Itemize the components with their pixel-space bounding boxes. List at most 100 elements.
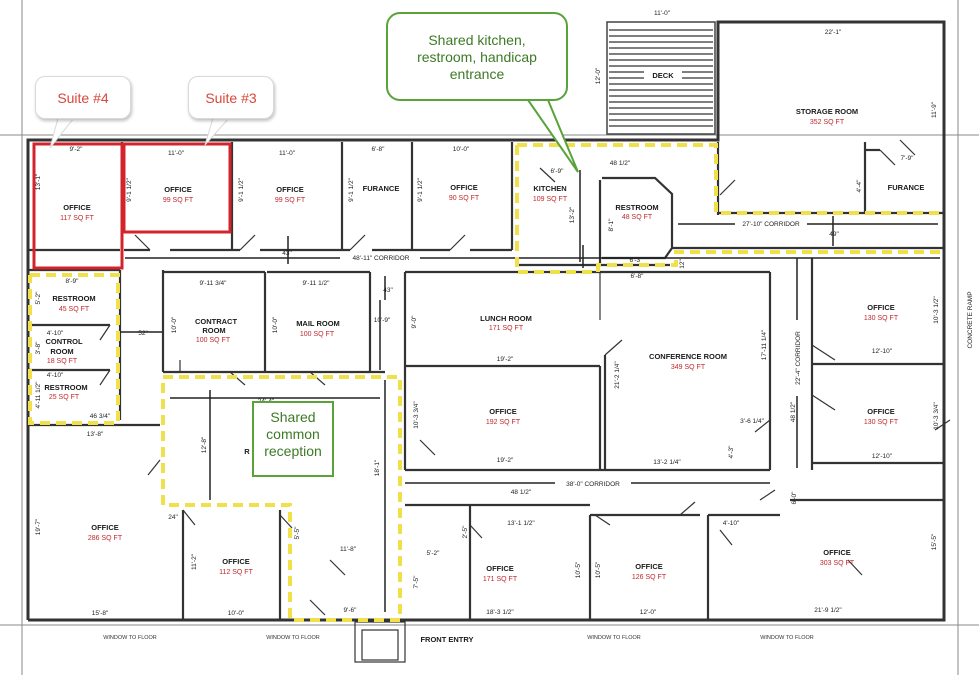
room-control-name2: ROOM: [50, 347, 73, 356]
dim-13-8: 13'-8": [87, 431, 104, 438]
dim-4-10c: 4'-10": [723, 520, 740, 527]
dim-43b: 43": [383, 287, 393, 294]
dim-9-1-2a: 9'-1 1/2": [126, 177, 133, 201]
dim-9-0: 9'-0": [411, 315, 418, 329]
dim-10-0d: 10'-0": [228, 610, 245, 617]
dim-18-1: 18'-1": [374, 459, 381, 476]
room-reception-name: R: [244, 447, 250, 456]
dim-19-2b: 19'-2": [497, 457, 514, 464]
dim-12-0b: 12'-0": [640, 609, 657, 616]
dim-10-0: 10'-0": [453, 146, 470, 153]
dim-13-1: 13'-1": [35, 173, 42, 190]
room-office-r1-name: OFFICE: [867, 303, 895, 312]
corridor-vertical-label: 22'-4" CORRIDOR: [795, 331, 802, 385]
room-office-suite3-name: OFFICE: [164, 185, 192, 194]
dim-12: 12": [679, 259, 686, 269]
suite-outlines: [32, 142, 232, 270]
room-office-171-name: OFFICE: [486, 564, 514, 573]
dim-8-1: 8'-1": [608, 218, 615, 232]
dim-4-4: 4'-4": [856, 179, 863, 193]
dim-5-2b: 5'-2": [427, 550, 441, 557]
room-office-112-area: 112 SQ FT: [219, 569, 253, 576]
dim-10-5a: 10'-5": [575, 561, 582, 578]
dim-4-3: 4'-3": [728, 445, 735, 459]
dim-49: 49": [829, 231, 839, 238]
dim-10-5b: 10'-5": [595, 561, 602, 578]
room-restroom-top-area: 48 SQ FT: [622, 214, 653, 221]
dimension-labels: 9'-2" 11'-0" 11'-0" 6'-8" 10'-0" 11'-0" …: [35, 10, 940, 617]
deck: [606, 21, 716, 135]
dim-10-3-3-4b: 10'-3 3/4": [413, 401, 420, 429]
dim-3-6-1-4: 3'-6 1/4": [740, 418, 764, 425]
door-swings: [99, 139, 951, 616]
dim-6-9: 6'-9": [551, 168, 565, 175]
dim-4-10a: 4'-10": [47, 330, 64, 337]
dim-11-0a: 11'-0": [168, 150, 185, 157]
room-storage-area: 352 SQ FT: [810, 119, 845, 126]
dim-4-10b: 4'-10": [47, 372, 64, 379]
room-office-126-name: OFFICE: [635, 562, 663, 571]
room-office-303-area: 303 SQ FT: [820, 560, 855, 567]
dim-10-3-1-2: 10'-3 1/2": [933, 296, 940, 324]
room-restroom-left2-name: RESTROOM: [44, 383, 87, 392]
suite4-callout-text: Suite #4: [57, 90, 109, 106]
dim-11-0b: 11'-0": [279, 150, 296, 157]
room-office-r2-name: OFFICE: [867, 407, 895, 416]
room-restroom-left2-area: 25 SQ FT: [49, 394, 80, 401]
shared-kitchen-line2: restroom, handicap: [417, 49, 537, 65]
dim-6-0: 6'-0": [791, 491, 798, 505]
dim-5-5: 5'-5": [294, 526, 301, 540]
dim-9-1-2b: 9'-1 1/2": [238, 177, 245, 201]
suite4-callout: Suite #4: [35, 76, 131, 119]
corridor-main-label: 48'-11" CORRIDOR: [353, 255, 410, 262]
room-furance-right-name: FURANCE: [888, 183, 925, 192]
dim-22-1: 22'-1": [825, 29, 842, 36]
room-office-suite4-name: OFFICE: [63, 203, 91, 212]
dim-13-1-1-2: 13'-1 1/2": [507, 520, 535, 527]
room-furance-top-name: FURANCE: [363, 184, 400, 193]
corridor-bottom-label: 38'-0" CORRIDOR: [566, 481, 620, 488]
room-lunch-area: 171 SQ FT: [489, 325, 524, 332]
dim-9-11-3-4: 9'-11 3/4": [200, 280, 228, 287]
room-office-big-left-name: OFFICE: [91, 523, 119, 532]
room-office-r1-area: 130 SQ FT: [864, 315, 899, 322]
dim-10-0c: 10'-0": [272, 316, 279, 333]
room-office-3-name: OFFICE: [276, 185, 304, 194]
dim-9-2: 9'-2": [70, 146, 84, 153]
dim-13-2-1-4: 13'-2 1/4": [653, 459, 681, 466]
dim-9-6: 9'-6": [344, 607, 358, 614]
suite3-callout: Suite #3: [188, 76, 274, 119]
dim-12-10b: 12'-10": [872, 453, 893, 460]
room-contract-area: 100 SQ FT: [196, 337, 231, 344]
room-deck-name: DECK: [652, 71, 674, 80]
dim-7-5: 7'-5": [413, 575, 420, 589]
room-labels: OFFICE 117 SQ FT OFFICE 99 SQ FT OFFICE …: [44, 71, 924, 583]
dim-5-2: 5'-2": [35, 291, 42, 305]
room-mail-name: MAIL ROOM: [296, 319, 340, 328]
room-contract-name2: ROOM: [202, 326, 225, 335]
callout-tails: [49, 97, 579, 173]
room-office-126-area: 126 SQ FT: [632, 574, 667, 581]
dim-12-8: 12'-8": [201, 436, 208, 453]
dim-2-5: 2'-5": [462, 525, 469, 539]
dim-6-3: 6'-3": [630, 257, 644, 264]
concrete-ramp-label: CONCRETE RAMP: [967, 291, 974, 348]
dim-48-1-2a: 48 1/2": [610, 160, 631, 167]
room-restroom-top-name: RESTROOM: [615, 203, 658, 212]
dim-6-8b: 6'-8": [631, 273, 645, 280]
room-control-name1: CONTROL: [45, 337, 82, 346]
dim-9-1-2d: 9'-1 1/2": [417, 177, 424, 201]
dim-8-9: 8'-9": [66, 278, 80, 285]
dim-10-0b: 10'-0": [171, 316, 178, 333]
room-control-area: 18 SQ FT: [47, 358, 78, 365]
room-office-big-left-area: 286 SQ FT: [88, 535, 123, 542]
corridor-top-right-label: 27'-10" CORRIDOR: [742, 221, 800, 228]
room-lunch-name: LUNCH ROOM: [480, 314, 532, 323]
room-office-suite4-area: 117 SQ FT: [60, 215, 94, 222]
room-contract-name1: CONTRACT: [195, 317, 237, 326]
shared-kitchen-line3: entrance: [449, 66, 505, 82]
room-office-112-name: OFFICE: [222, 557, 250, 566]
room-office-mid-area: 192 SQ FT: [486, 419, 521, 426]
